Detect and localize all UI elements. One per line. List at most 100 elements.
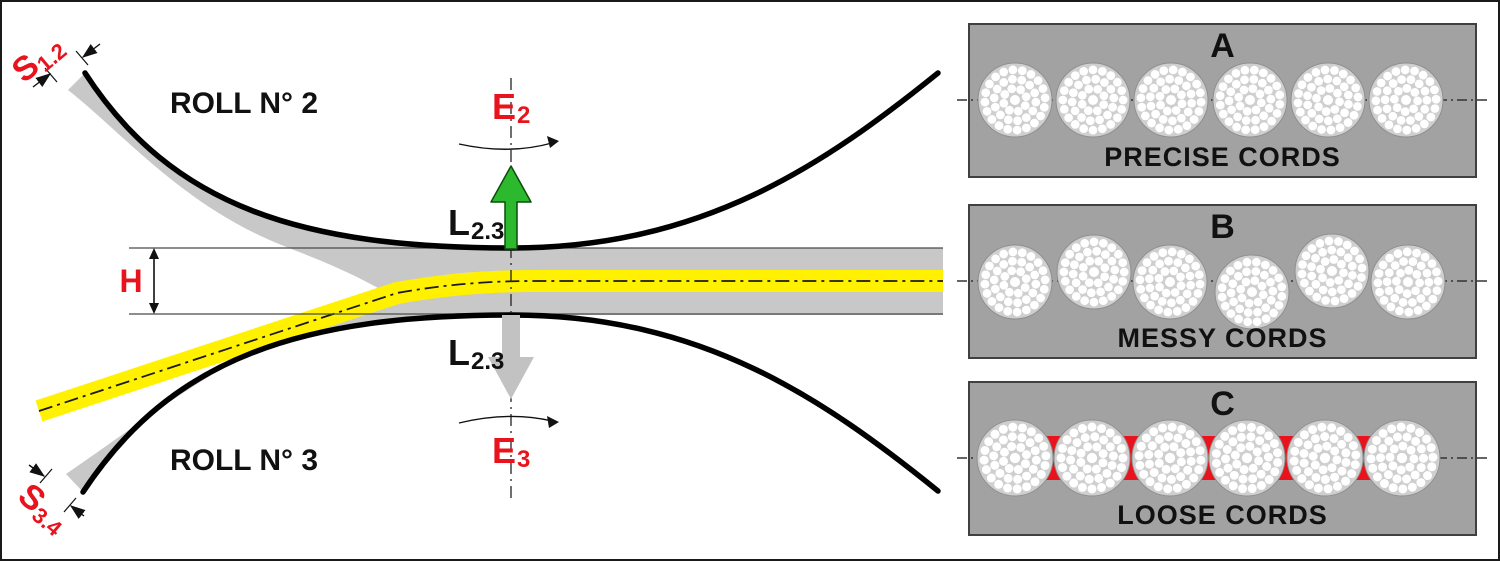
cord-filament <box>1248 463 1258 473</box>
cord-filament <box>1372 472 1382 482</box>
cord-filament <box>1183 107 1193 117</box>
cord-filament <box>1108 451 1118 461</box>
cord-filament <box>1021 305 1031 315</box>
cord-filament <box>1013 465 1023 474</box>
cord-filament <box>1251 267 1261 276</box>
cord-filament <box>1313 443 1323 453</box>
messy-cords-canvas <box>957 233 1488 330</box>
cord-filament <box>1275 90 1285 100</box>
cord-filament <box>1382 104 1392 114</box>
cord-filament <box>1211 449 1221 459</box>
cord-filament <box>1327 463 1337 473</box>
cord-filament <box>1339 268 1348 278</box>
s12-arrow-inner <box>32 73 52 88</box>
cord-filament <box>1330 296 1340 306</box>
cord-filament <box>1107 292 1117 301</box>
cord-filament <box>1151 109 1160 119</box>
cord-filament <box>995 292 1005 302</box>
cord-filament <box>1411 436 1421 446</box>
cord-filament <box>999 456 1008 466</box>
cord-filament <box>1228 437 1238 447</box>
cord-filament <box>1260 260 1270 270</box>
cord-filament <box>1108 102 1117 112</box>
cord-filament <box>1374 269 1384 278</box>
cord-filament <box>1033 76 1043 85</box>
cord-filament <box>1343 90 1353 100</box>
cord-filament <box>1149 252 1159 261</box>
cord-filament <box>1118 453 1128 463</box>
cord-filament <box>1299 430 1309 440</box>
cord-filament <box>1318 465 1328 475</box>
cord-filament <box>1371 435 1381 445</box>
cord-filament <box>1273 457 1283 467</box>
cord-filament <box>1274 273 1284 283</box>
cord-cross-section <box>1214 254 1290 330</box>
cord-filament <box>1349 110 1359 120</box>
cord-filament <box>1333 88 1342 98</box>
upper-rubber-sheet <box>68 73 943 289</box>
cord-filament <box>1307 244 1317 253</box>
cord-filament <box>1314 102 1323 112</box>
cord-filament <box>1181 263 1190 273</box>
cord-filament <box>1330 105 1340 114</box>
cord-filament <box>1185 271 1195 281</box>
panel-letter: C <box>1210 385 1235 423</box>
cord-filament <box>1097 424 1107 434</box>
cord-filament <box>1314 114 1324 124</box>
cord-filament <box>1390 94 1399 104</box>
cord-filament <box>1418 453 1428 463</box>
cord-filament <box>1150 291 1159 301</box>
cord-filament <box>1301 251 1311 261</box>
cord-filament <box>1347 289 1357 298</box>
cord-filament <box>1255 436 1265 446</box>
cord-filament <box>1218 109 1228 119</box>
cord-filament <box>1412 270 1422 279</box>
cord-filament <box>1314 76 1324 86</box>
h-label: H <box>119 263 142 299</box>
h-dimension-arrowhead-top <box>149 248 159 259</box>
cord-filament <box>1194 465 1204 475</box>
cord-filament <box>1090 432 1100 442</box>
cord-filament <box>985 79 994 89</box>
cord-filament <box>1013 106 1023 116</box>
cord-filament <box>1008 65 1018 75</box>
cord-filament <box>1070 106 1080 116</box>
cord-filament <box>1012 125 1022 135</box>
cord-filament <box>1300 278 1309 288</box>
cord-filament <box>1135 275 1145 285</box>
cord-filament <box>1036 293 1045 303</box>
cord-filament <box>1264 103 1274 113</box>
cord-filament <box>1085 116 1095 126</box>
cord-filament <box>1404 307 1414 317</box>
cord-filament <box>1169 266 1179 276</box>
cord-filament <box>1087 422 1097 432</box>
cord-filament <box>1267 116 1276 126</box>
cord-filament <box>1383 71 1392 81</box>
cord-filament <box>1373 105 1382 115</box>
cord-filament <box>1078 271 1088 281</box>
cord-filament <box>1017 66 1027 76</box>
cord-filament <box>1007 84 1017 94</box>
cord-filament <box>1084 474 1094 484</box>
cord-filament <box>1335 97 1344 107</box>
cord-filament <box>1107 243 1117 252</box>
cord-filament <box>1137 266 1147 275</box>
cord-filament <box>1109 274 1118 284</box>
cord-filament <box>1080 296 1090 306</box>
cord-filament <box>1332 455 1342 465</box>
cord-filament <box>1347 261 1357 271</box>
cord-filament <box>982 106 992 116</box>
cord-filament <box>1008 247 1018 257</box>
cord-filament <box>1009 452 1021 464</box>
cord-filament <box>1383 470 1393 480</box>
cord-filament <box>1003 297 1013 307</box>
s34-tick-inner <box>39 468 53 484</box>
cord-filament <box>1224 74 1233 84</box>
cord-filament <box>1386 302 1396 312</box>
cord-filament <box>1082 75 1091 85</box>
cord-filament <box>1030 446 1040 456</box>
cord-filament <box>1060 276 1070 286</box>
cord-filament <box>1254 456 1264 466</box>
cord-filament <box>1177 99 1187 109</box>
